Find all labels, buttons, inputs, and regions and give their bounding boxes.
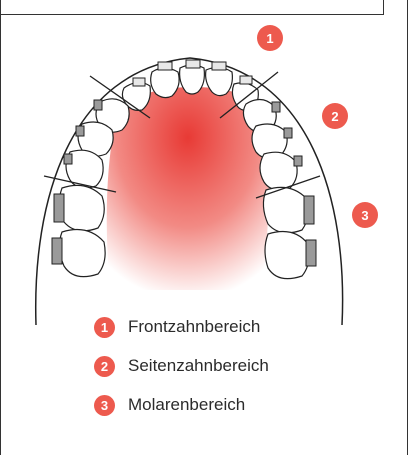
left-side-brackets xyxy=(51,99,103,265)
marker-1: 1 xyxy=(257,25,283,51)
legend-label-front: Frontzahnbereich xyxy=(128,317,261,336)
marker-1-label: 1 xyxy=(266,31,273,46)
marker-2-label: 2 xyxy=(331,109,338,124)
right-side-brackets xyxy=(271,101,317,267)
palate-area xyxy=(106,87,269,290)
legend-number-3: 3 xyxy=(94,394,115,416)
legend: 1 Frontzahnbereich 2 Seitenzahnbereich 3… xyxy=(94,316,269,433)
legend-item-molar: 3 Molarenbereich xyxy=(94,394,269,416)
right-side-teeth xyxy=(242,98,310,280)
legend-number-2: 2 xyxy=(94,355,115,377)
legend-label-side: Seitenzahnbereich xyxy=(128,356,269,375)
legend-item-front: 1 Frontzahnbereich xyxy=(94,316,269,338)
jaw-outline xyxy=(34,57,344,326)
legend-number-1: 1 xyxy=(94,316,115,338)
region-dividers xyxy=(43,71,321,199)
legend-item-side: 2 Seitenzahnbereich xyxy=(94,355,269,377)
legend-label-molar: Molarenbereich xyxy=(128,395,246,414)
front-brackets xyxy=(132,59,253,87)
marker-3: 3 xyxy=(352,202,378,228)
frame-notch xyxy=(383,0,384,15)
marker-2: 2 xyxy=(322,103,348,129)
frame-divider xyxy=(0,14,383,15)
marker-3-label: 3 xyxy=(361,208,368,223)
